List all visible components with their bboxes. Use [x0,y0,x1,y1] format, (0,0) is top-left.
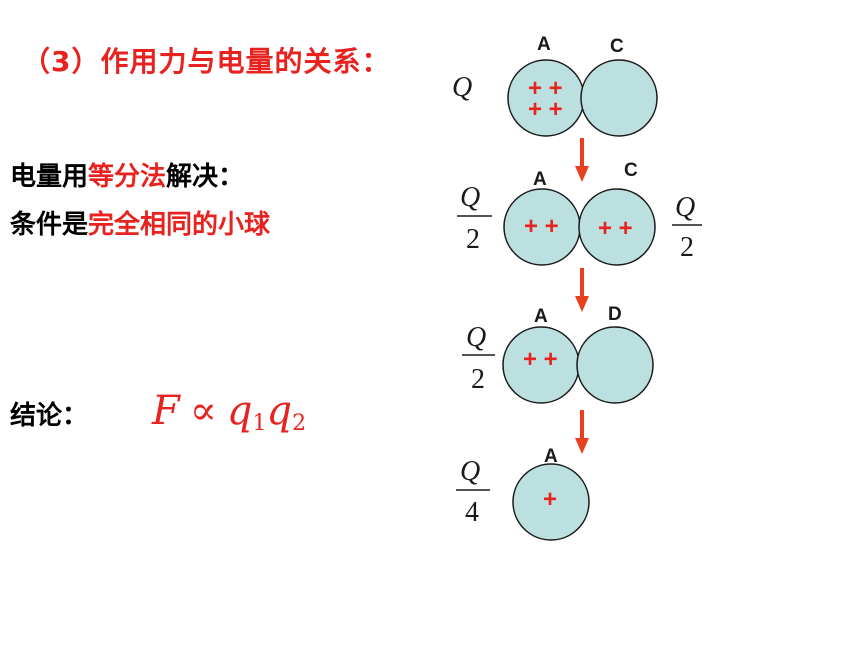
step1-label-c: C [610,36,624,57]
proportionality-formula: F∝q1q2 [152,388,306,436]
step2-right-denominator: 2 [680,232,694,263]
slide-title: （3）作用力与电量的关系： [22,45,391,78]
step3-denominator: 2 [471,364,485,395]
arrow-3-head [575,438,589,454]
step1-ball-c [580,59,658,137]
conclusion-label: 结论： [10,401,89,431]
condition-line: 条件是完全相同的小球 [10,204,270,241]
step3-label-a: A [534,306,548,327]
step2-label-c: C [624,160,638,181]
step1-charge-q: Q [452,72,472,103]
step1-plus-bottom: + + [528,96,563,123]
method-prefix: 电量用 [10,162,89,192]
step4-plus: + [543,486,557,513]
condition-prefix: 条件是 [10,210,89,240]
proportional-symbol: ∝ [189,388,217,434]
step2-left-denominator: 2 [466,224,480,255]
step3-ball-d [576,326,654,404]
formula-q1: q1 [226,388,267,436]
step3-numerator: Q [466,322,486,353]
step4-numerator: Q [460,456,480,487]
formula-force: F [152,388,180,434]
step3-label-d: D [608,304,622,325]
step2-ball-c [578,188,656,266]
step2-plus-right: + + [598,215,633,242]
condition-highlight: 完全相同的小球 [88,210,271,240]
method-suffix: 解决： [166,162,245,192]
method-line: 电量用等分法解决： [10,156,244,193]
step2-left-numerator: Q [460,182,480,213]
step4-denominator: 4 [465,497,479,528]
arrow-2-head [575,296,589,312]
step1-plus-top: + + [528,75,563,102]
step4-ball-a [512,463,590,541]
method-highlight: 等分法 [88,162,167,192]
step2-plus-left: + + [524,213,559,240]
step2-label-a: A [533,169,547,190]
step3-plus: + + [523,346,558,373]
formula-q2: q2 [266,388,307,436]
arrow-1-head [575,166,589,182]
step1-label-a: A [537,34,551,55]
step2-right-numerator: Q [675,192,695,223]
step4-label-a: A [544,446,558,467]
